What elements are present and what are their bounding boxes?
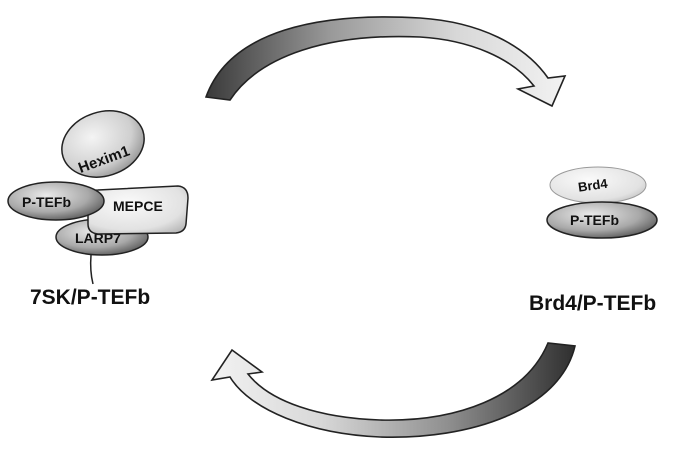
brd4-protein: Brd4	[550, 167, 646, 203]
ptefb-label-right: P-TEFb	[570, 212, 619, 228]
hexim1-protein: Hexim1	[53, 101, 153, 188]
bottom-cycle-arrow	[212, 343, 575, 437]
rna-tail-line	[91, 255, 93, 284]
ptefb-protein-right: P-TEFb	[547, 202, 657, 238]
ptefb-label-left: P-TEFb	[22, 194, 71, 210]
complex-label-brd4-ptefb: Brd4/P-TEFb	[529, 292, 656, 316]
mepce-label: MEPCE	[113, 198, 163, 214]
complex-label-7sk-ptefb: 7SK/P-TEFb	[30, 286, 150, 310]
mepce-protein: MEPCE	[88, 186, 188, 234]
left-complex-7sk-ptefb: LARP7 MEPCE P-TEFb Hexim1	[8, 101, 188, 284]
top-cycle-arrow	[206, 17, 565, 106]
right-complex-brd4-ptefb: Brd4 P-TEFb	[547, 167, 657, 238]
ptefb-protein-left: P-TEFb	[8, 182, 104, 220]
